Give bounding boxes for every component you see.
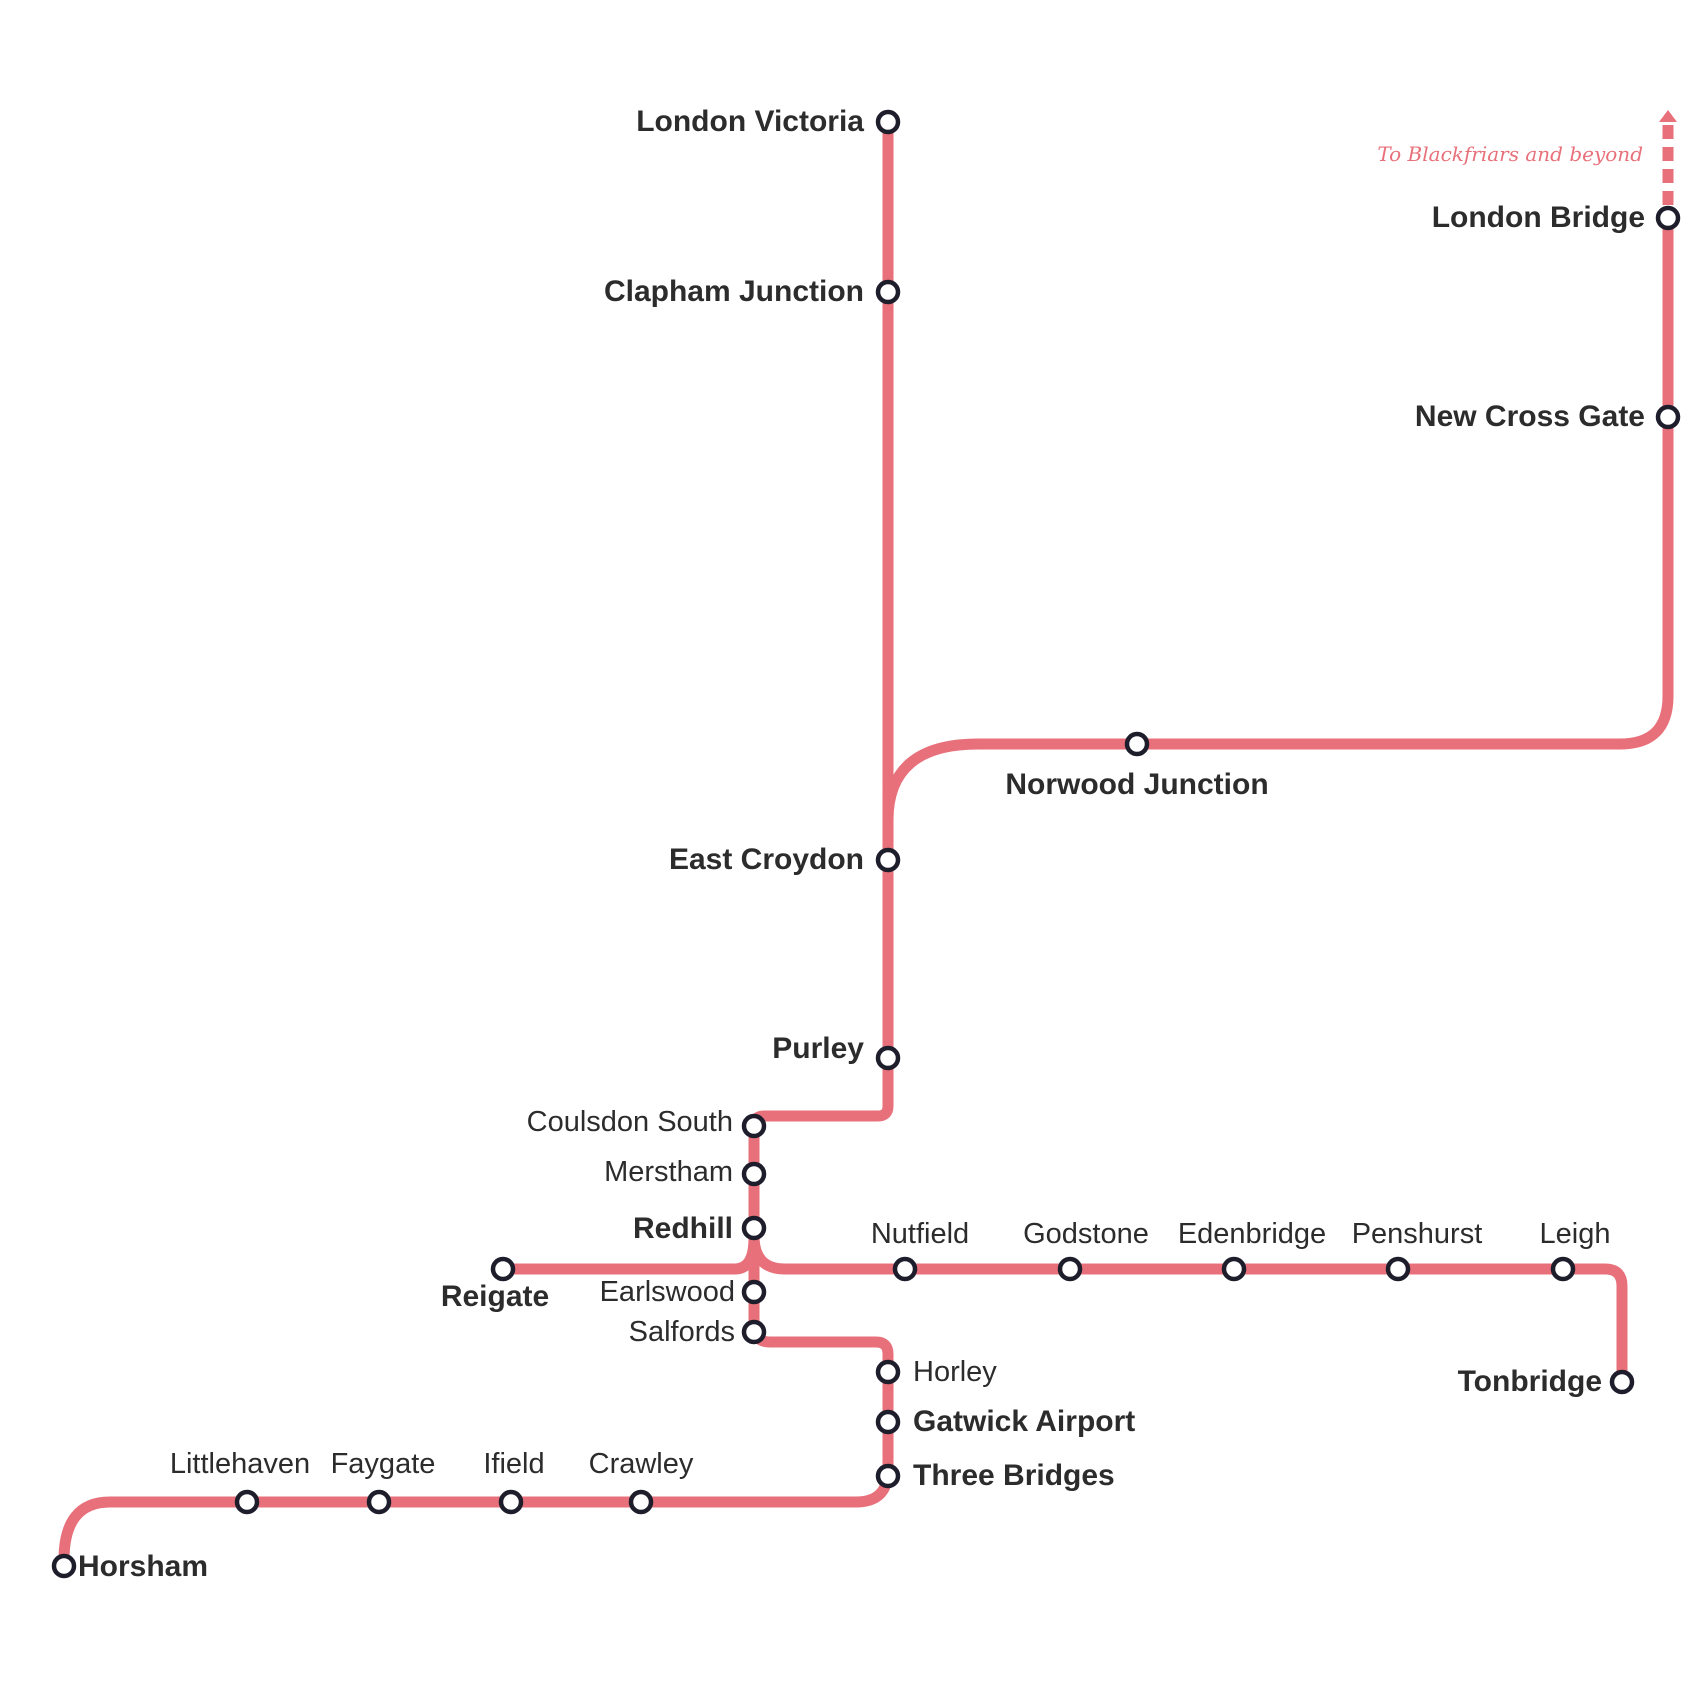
route-lines [58,110,1677,1566]
continuation-note: To Blackfriars and beyond [1377,142,1643,166]
continuation-arrow-head [1659,110,1677,122]
stop-crawley[interactable] [628,1489,654,1515]
label-edenbridge[interactable]: Edenbridge [1178,1218,1326,1250]
stop-east-croydon[interactable] [875,847,901,873]
stop-purley[interactable] [875,1045,901,1071]
stop-redhill[interactable] [741,1215,767,1241]
label-purley[interactable]: Purley [772,1032,864,1065]
label-coulsdon-south[interactable]: Coulsdon South [527,1106,733,1138]
label-littlehaven[interactable]: Littlehaven [170,1448,310,1480]
label-tonbridge[interactable]: Tonbridge [1458,1365,1602,1398]
stop-norwood-junction[interactable] [1124,731,1150,757]
stop-ifield[interactable] [498,1489,524,1515]
stop-salfords[interactable] [741,1319,767,1345]
label-reigate[interactable]: Reigate [441,1280,549,1313]
label-crawley[interactable]: Crawley [589,1448,694,1480]
label-ifield[interactable]: Ifield [483,1448,544,1480]
label-horsham[interactable]: Horsham [78,1550,208,1583]
stop-faygate[interactable] [366,1489,392,1515]
label-merstham[interactable]: Merstham [604,1156,733,1188]
station-stops [51,109,1681,1579]
label-salfords[interactable]: Salfords [629,1316,735,1348]
stop-coulsdon-south[interactable] [741,1113,767,1139]
stop-horley[interactable] [875,1359,901,1385]
stop-godstone[interactable] [1057,1256,1083,1282]
stop-merstham[interactable] [741,1161,767,1187]
stop-reigate[interactable] [490,1256,516,1282]
stop-nutfield[interactable] [892,1256,918,1282]
stop-earlswood[interactable] [741,1279,767,1305]
stop-littlehaven[interactable] [234,1489,260,1515]
stop-london-bridge[interactable] [1655,205,1681,231]
label-penshurst[interactable]: Penshurst [1352,1218,1483,1250]
tonbridge-branch [748,1230,1628,1388]
stop-three-bridges[interactable] [875,1463,901,1489]
label-faygate[interactable]: Faygate [331,1448,436,1480]
stop-new-cross-gate[interactable] [1655,404,1681,430]
stop-horsham[interactable] [51,1553,77,1579]
stop-penshurst[interactable] [1385,1256,1411,1282]
stop-leigh[interactable] [1550,1256,1576,1282]
stop-london-victoria[interactable] [875,109,901,135]
label-nutfield[interactable]: Nutfield [871,1218,969,1250]
stop-edenbridge[interactable] [1221,1256,1247,1282]
label-gatwick-airport[interactable]: Gatwick Airport [913,1405,1135,1438]
station-labels: London Victoria Clapham Junction East Cr… [78,105,1645,1583]
label-three-bridges[interactable]: Three Bridges [913,1459,1115,1492]
branch-norwood-london-bridge [882,212,1674,826]
stop-gatwick-airport[interactable] [875,1409,901,1435]
main-line-victoria-purley [58,116,894,1566]
label-norwood-junction[interactable]: Norwood Junction [1005,768,1268,801]
label-east-croydon[interactable]: East Croydon [669,843,864,876]
label-leigh[interactable]: Leigh [1540,1218,1611,1250]
stop-tonbridge[interactable] [1609,1369,1635,1395]
label-clapham-junction[interactable]: Clapham Junction [604,275,864,308]
label-earlswood[interactable]: Earlswood [600,1276,735,1308]
stop-clapham-junction[interactable] [875,279,901,305]
label-new-cross-gate[interactable]: New Cross Gate [1415,400,1645,433]
label-redhill[interactable]: Redhill [633,1212,733,1245]
label-horley[interactable]: Horley [913,1356,997,1388]
label-godstone[interactable]: Godstone [1023,1218,1149,1250]
label-london-victoria[interactable]: London Victoria [636,105,864,138]
label-london-bridge[interactable]: London Bridge [1432,201,1645,234]
